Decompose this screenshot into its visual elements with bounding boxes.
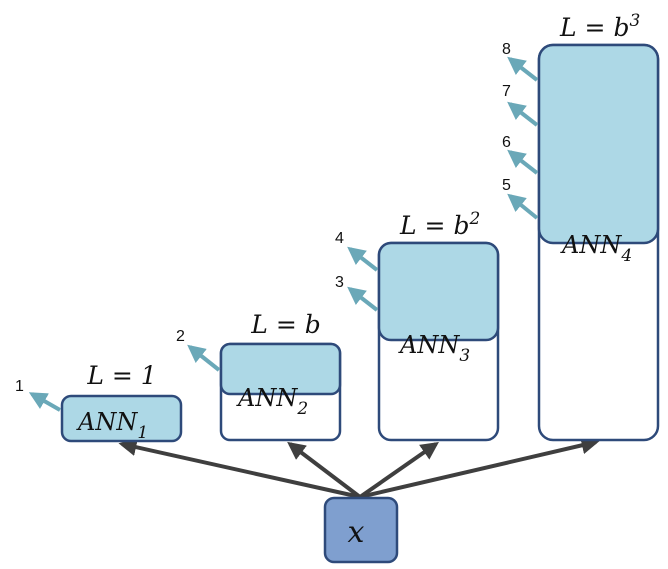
ann4-label: ANN4 (560, 231, 632, 266)
ann1-block (60, 394, 183, 443)
ann3-output-arrow-4 (347, 246, 379, 272)
ann2-active-region (219, 342, 342, 396)
network-ann2: ANN2 L = b 2 (176, 310, 342, 442)
network-ann3: ANN3 L = b2 3 4 (335, 209, 500, 442)
ann1-label: ANN1 (76, 408, 148, 443)
output-label-7: 7 (502, 83, 511, 100)
network-ann1: ANN1 L = 1 1 (15, 361, 183, 443)
ann4-active-region (537, 43, 660, 245)
input-arrow-ann3 (358, 441, 439, 499)
input-arrow-ann4 (359, 436, 600, 499)
ann4-output-arrow-8 (507, 56, 539, 82)
ann2-output-arrow-2 (187, 344, 221, 372)
ann1-depth-label: L = 1 (86, 361, 156, 390)
input-node-label: x (348, 515, 365, 550)
ann2-depth-label: L = b (250, 310, 320, 339)
ann4-output-arrow-7 (507, 101, 539, 127)
ann3-label: ANN3 (398, 331, 470, 366)
ann1-output-arrow-1 (28, 392, 61, 412)
output-label-1: 1 (15, 378, 24, 395)
output-label-6: 6 (502, 134, 511, 151)
ann4-output-arrow-5 (507, 193, 539, 220)
output-label-8: 8 (502, 41, 511, 58)
output-label-5: 5 (502, 177, 511, 194)
ann3-output-arrow-3 (347, 286, 379, 312)
input-arrow-ann2 (287, 441, 362, 499)
ann3-depth-label: L = b2 (399, 209, 480, 240)
output-label-3: 3 (335, 274, 344, 291)
output-label-2: 2 (176, 328, 185, 345)
ann4-depth-label: L = b3 (559, 11, 640, 42)
ann2-label: ANN2 (236, 384, 308, 419)
ann4-output-arrow-6 (507, 149, 539, 175)
input-arrow-ann1 (118, 438, 361, 499)
input-node (323, 496, 399, 564)
network-ann4: ANN4 L = b3 5 6 7 8 (502, 11, 660, 442)
ann3-active-region (377, 241, 500, 342)
output-label-4: 4 (335, 230, 344, 247)
